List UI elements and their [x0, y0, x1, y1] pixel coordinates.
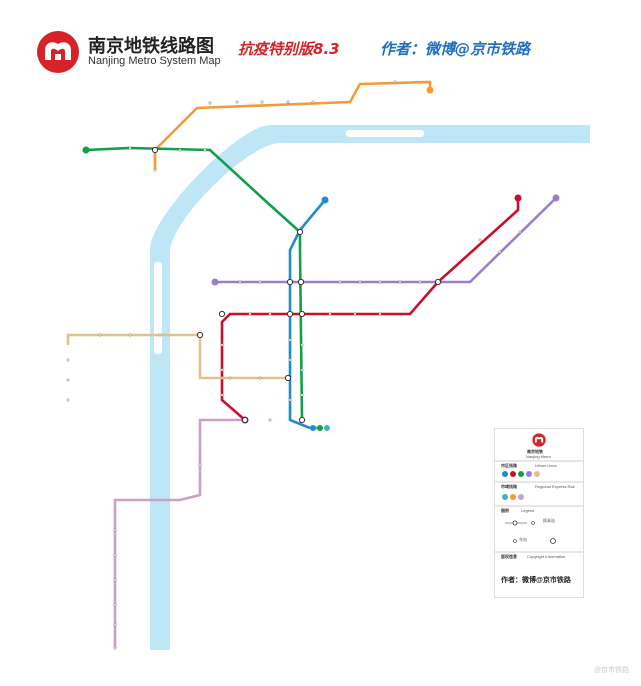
legend-regional-line-badges	[502, 494, 524, 500]
line-badge-s1-south	[324, 425, 330, 431]
line-badge-2	[514, 194, 522, 202]
transfer-station[interactable]	[284, 374, 292, 382]
line-10	[66, 333, 288, 380]
river-island	[154, 262, 162, 354]
legend-station-label: 车站	[519, 537, 527, 542]
transfer-station[interactable]	[196, 331, 204, 339]
transfer-station[interactable]	[297, 278, 305, 286]
author-label: 作者：微博@京市铁路	[380, 40, 531, 58]
legend-section-urban: 市区线路	[501, 463, 517, 468]
line-badge-4-west	[211, 278, 219, 286]
legend-logo-icon	[532, 433, 546, 447]
map-title: 南京地铁线路图	[88, 36, 214, 57]
line-s8	[153, 80, 432, 170]
legend-logo-caption-en: Nanjing Metro	[526, 454, 551, 459]
legend-symbols	[505, 520, 556, 544]
transfer-station[interactable]	[151, 146, 159, 154]
legend-section-copyright: 版权信息	[501, 554, 517, 559]
line-2	[220, 198, 520, 421]
legend-section-copyright-en: Copyright Information	[527, 554, 566, 559]
line-4	[215, 197, 557, 284]
line-badge-1-south	[310, 425, 316, 431]
legend-section-legend: 图例	[501, 508, 509, 513]
line-1	[288, 199, 326, 430]
legend-logo-caption: 南京地铁	[527, 449, 543, 454]
line-badge-1	[321, 196, 329, 204]
line-badge-4	[552, 194, 560, 202]
line-badge-3	[82, 146, 90, 154]
legend-section-regional-en: Regional Express Rail	[535, 484, 575, 489]
station-markers	[66, 80, 522, 650]
transfer-station[interactable]	[298, 416, 306, 424]
legend-panel: 南京地铁 Nanjing Metro 市区线路 Urban Lines 市域线路…	[494, 428, 584, 598]
line-badge-s8	[426, 86, 434, 94]
legend-section-urban-en: Urban Lines	[535, 463, 557, 468]
legend-section-regional: 市域线路	[501, 484, 517, 489]
transfer-station[interactable]	[296, 228, 304, 236]
river-island	[346, 130, 424, 137]
edition-label: 抗疫特别版8.3	[238, 40, 340, 58]
transfer-station[interactable]	[286, 278, 294, 286]
map-subtitle-en: Nanjing Metro System Map	[88, 55, 221, 67]
watermark: @京市铁路	[593, 667, 629, 674]
transfer-station[interactable]	[298, 310, 306, 318]
legend-section-legend-en: Legend	[521, 508, 535, 513]
transfer-station[interactable]	[434, 278, 442, 286]
legend-author: 作者：微博@京市铁路	[501, 577, 571, 584]
transfer-station[interactable]	[286, 310, 294, 318]
line-s3	[113, 418, 245, 648]
transfer-station[interactable]	[218, 310, 226, 318]
legend-transfer-label: 换乘站	[543, 518, 555, 523]
nanjing-metro-logo	[37, 31, 79, 73]
transfer-station[interactable]	[241, 416, 249, 424]
legend-urban-line-badges	[502, 471, 540, 477]
line-badge-3-south	[317, 425, 323, 431]
